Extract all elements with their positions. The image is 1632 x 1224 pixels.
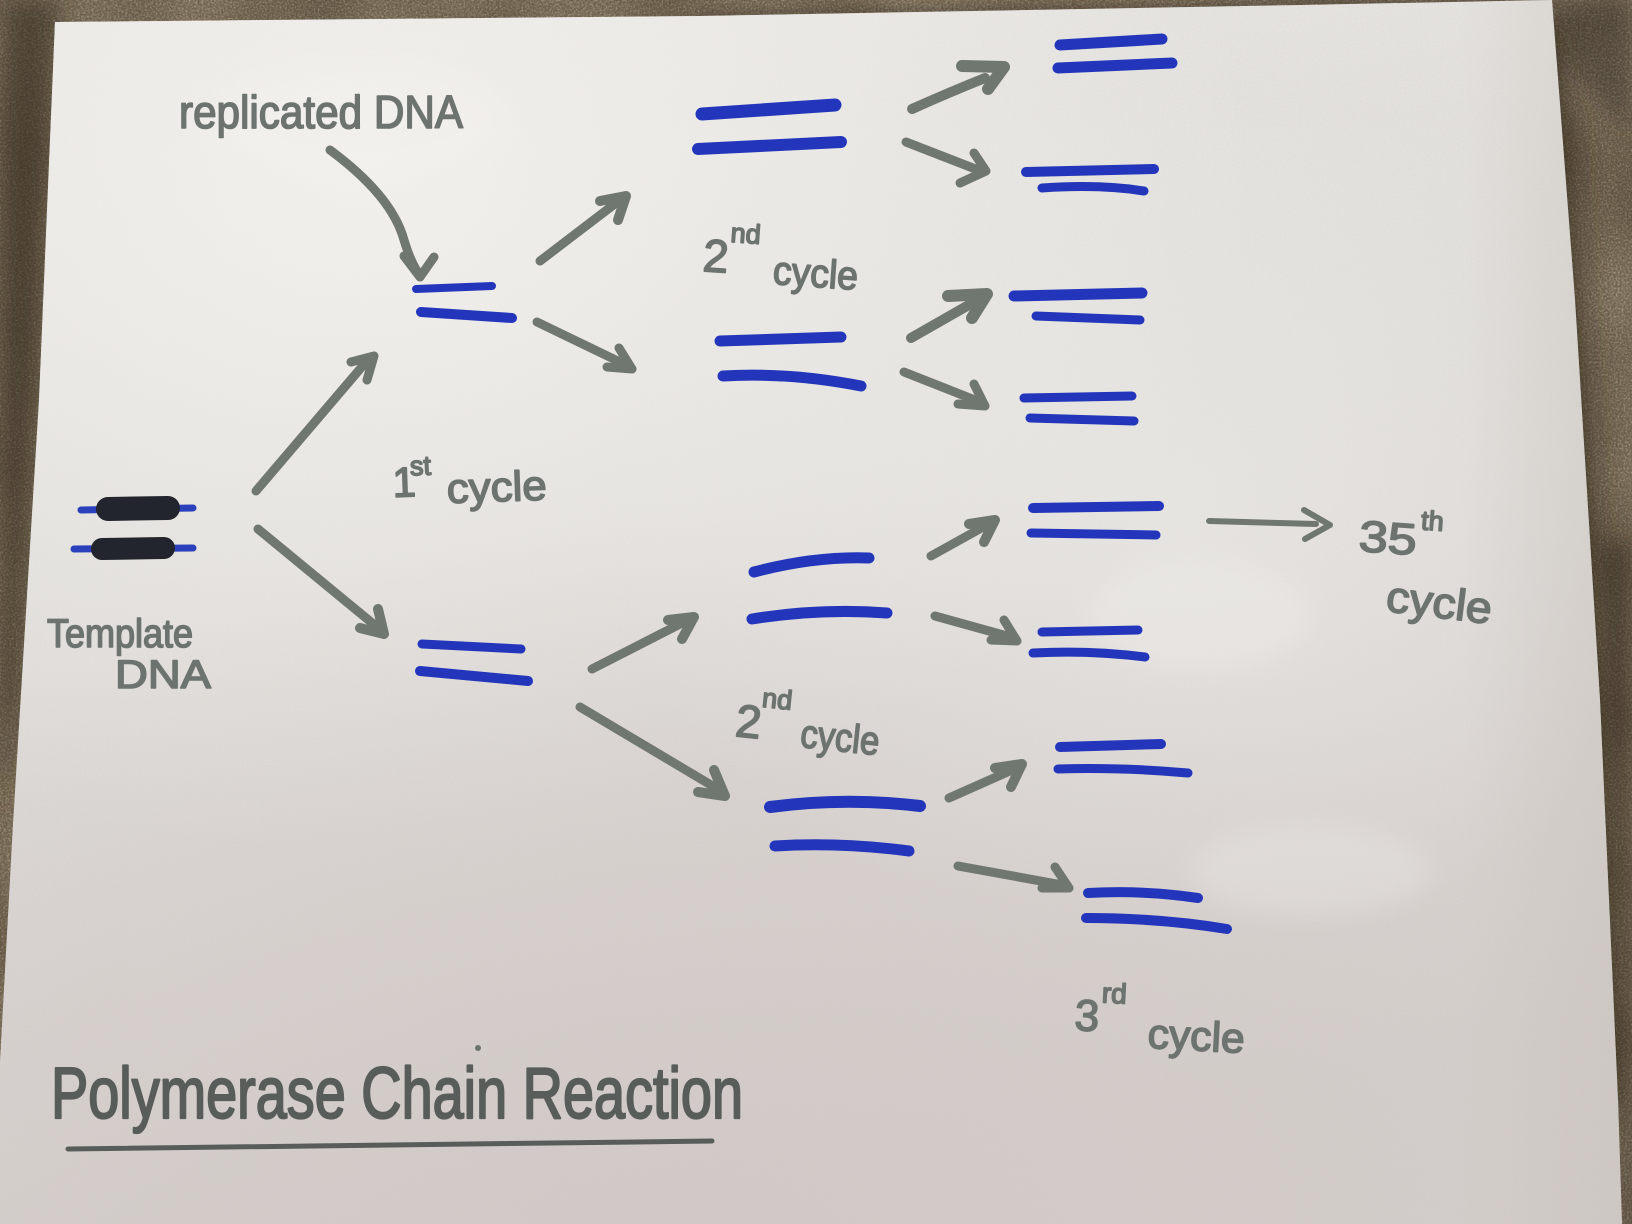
svg-text:rd: rd xyxy=(1101,977,1127,1009)
svg-text:replicated DNA: replicated DNA xyxy=(179,86,463,138)
svg-text:cycle: cycle xyxy=(446,462,548,512)
svg-text:DNA: DNA xyxy=(115,653,211,697)
svg-text:Template: Template xyxy=(47,612,193,656)
svg-text:3: 3 xyxy=(1073,991,1100,1041)
svg-text:nd: nd xyxy=(730,218,762,250)
svg-text:st: st xyxy=(409,451,432,482)
svg-text:2: 2 xyxy=(701,229,730,283)
svg-text:2: 2 xyxy=(733,694,764,748)
svg-text:35: 35 xyxy=(1357,512,1418,565)
svg-text:cycle: cycle xyxy=(798,712,881,764)
svg-text:th: th xyxy=(1420,505,1445,536)
svg-text:nd: nd xyxy=(761,683,794,716)
svg-text:cycle: cycle xyxy=(772,249,860,299)
svg-text:cycle: cycle xyxy=(1384,572,1495,634)
svg-text:cycle: cycle xyxy=(1147,1010,1246,1062)
svg-text:Polymerase Chain Reaction: Polymerase Chain Reaction xyxy=(51,1054,743,1134)
svg-text:1: 1 xyxy=(392,458,417,506)
